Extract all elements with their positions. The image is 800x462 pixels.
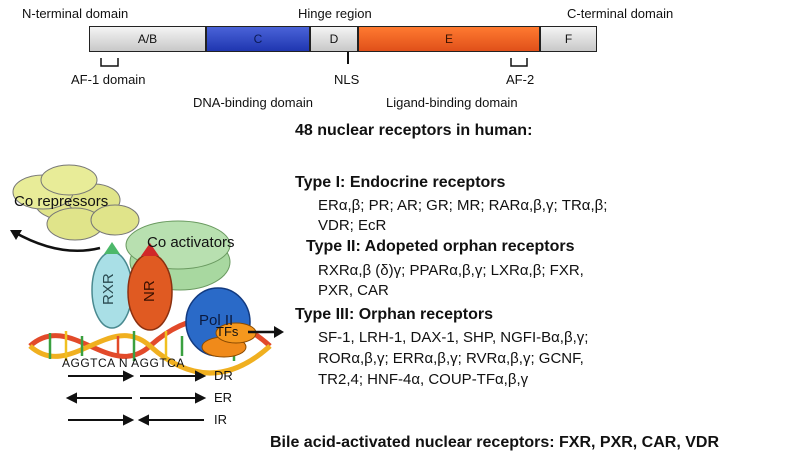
- er-label: ER: [214, 390, 233, 405]
- er-arrows: [65, 392, 207, 404]
- domain-d-label: D: [329, 32, 339, 46]
- dbd-label: DNA-binding domain: [193, 95, 313, 110]
- type3-line2: RORα,β,γ; ERRα,β,γ; RVRα,β,γ; GCNF,: [318, 350, 584, 367]
- type1-line2: VDR; EcR: [318, 217, 387, 234]
- type3-line3: TR2,4; HNF-4α, COUP-TFα,β,γ: [318, 371, 529, 388]
- af1-label: AF-1 domain: [71, 72, 146, 87]
- c-terminal-label: C-terminal domain: [567, 6, 674, 21]
- domain-e-label: E: [444, 32, 453, 46]
- domain-f-label: F: [564, 32, 573, 46]
- ir-arrows: [68, 414, 204, 426]
- rxr-label: RXR: [100, 273, 117, 305]
- pol2-label: Pol II: [199, 312, 234, 329]
- domain-c-label: C: [253, 32, 263, 46]
- type2-line2: PXR, CAR: [318, 282, 389, 299]
- nls-label: NLS: [334, 72, 360, 87]
- domain-ab: A/B: [89, 26, 206, 52]
- transcription-arrow-head: [274, 326, 284, 338]
- type2-line1: RXRα,β (δ)γ; PPARα,β,γ; LXRα,β; FXR,: [318, 262, 584, 279]
- af2-label: AF-2: [506, 72, 535, 87]
- domain-bar-brackets: [100, 52, 528, 67]
- af2-bracket: [510, 58, 528, 67]
- domain-c: C: [206, 26, 310, 52]
- nr-ligand-icon: [141, 243, 159, 256]
- type3-line1: SF-1, LRH-1, DAX-1, SHP, NGFI-Bα,β,γ;: [318, 329, 589, 346]
- receptor-illustration: [10, 164, 284, 426]
- ir-label: IR: [214, 412, 227, 427]
- n-terminal-label: N-terminal domain: [22, 6, 129, 21]
- af1-bracket: [100, 58, 119, 67]
- lbd-label: Ligand-binding domain: [386, 95, 518, 110]
- summary-heading: 48 nuclear receptors in human:: [295, 122, 533, 139]
- hinge-label: Hinge region: [298, 6, 372, 21]
- dr-label: DR: [214, 368, 233, 383]
- domain-f: F: [540, 26, 597, 52]
- coactivators-label: Co activators: [147, 234, 235, 251]
- tfs-label: TFs: [216, 324, 239, 339]
- dr-arrows: [68, 370, 207, 382]
- type3-title: Type III: Orphan receptors: [295, 306, 493, 323]
- corepressor-blob: [90, 204, 140, 236]
- release-arrow: [13, 230, 101, 253]
- release-arrow-head: [10, 230, 22, 240]
- footer-note: Bile acid-activated nuclear receptors: F…: [270, 434, 720, 451]
- domain-ab-label: A/B: [137, 32, 158, 46]
- rxr-ligand-icon: [104, 242, 120, 254]
- response-element-sequence: AGGTCA N AGGTCA: [62, 356, 185, 370]
- corepressor-blob: [40, 164, 98, 196]
- domain-d: D: [310, 26, 358, 52]
- type1-line1: ERα,β; PR; AR; GR; MR; RARα,β,γ; TRα,β;: [318, 197, 608, 214]
- corepressors-label: Co repressors: [14, 193, 109, 210]
- domain-e: E: [358, 26, 540, 52]
- nr-label: NR: [141, 280, 158, 302]
- type1-title: Type I: Endocrine receptors: [295, 174, 506, 191]
- type2-title: Type II: Adopeted orphan receptors: [306, 238, 575, 255]
